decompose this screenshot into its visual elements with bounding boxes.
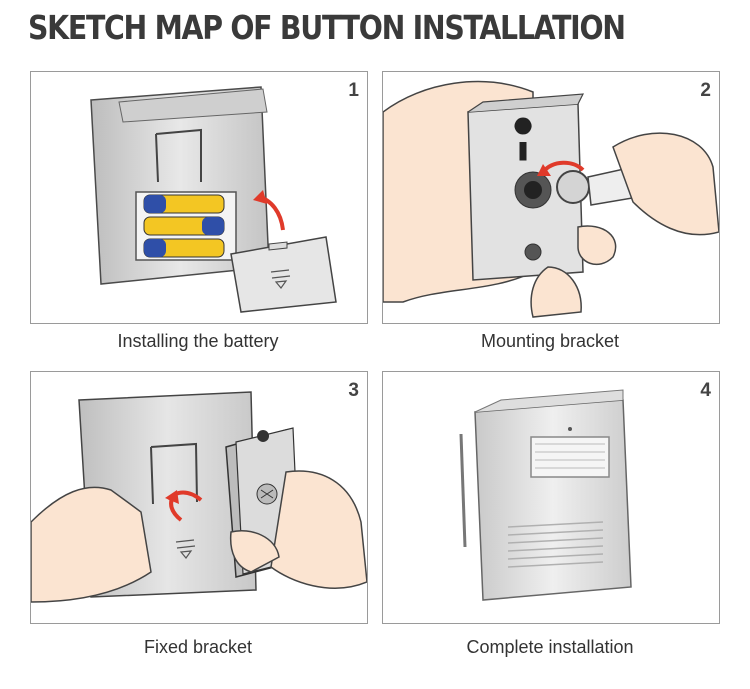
- step-3-caption: Fixed bracket: [143, 637, 253, 657]
- step-2-panel: 2: [382, 71, 720, 324]
- step-1-panel: 1: [30, 71, 368, 324]
- step-2-caption: Mounting bracket: [480, 331, 620, 351]
- page-title: SKETCH MAP OF BUTTON INSTALLATION: [28, 8, 626, 47]
- fixed-bracket-illustration: [31, 391, 367, 603]
- battery-install-illustration: [90, 86, 337, 313]
- step-4-panel: 4: [382, 371, 720, 624]
- mounting-bracket-illustration: [383, 80, 719, 318]
- step-number: 2: [700, 80, 711, 101]
- complete-installation-illustration: [459, 389, 632, 601]
- step-3-panel: 3: [30, 371, 368, 624]
- step-number: 3: [348, 380, 359, 401]
- step-4-caption: Complete installation: [466, 637, 634, 657]
- step-1-caption: Installing the battery: [117, 331, 279, 351]
- step-number: 1: [348, 80, 359, 101]
- step-number: 4: [700, 380, 711, 401]
